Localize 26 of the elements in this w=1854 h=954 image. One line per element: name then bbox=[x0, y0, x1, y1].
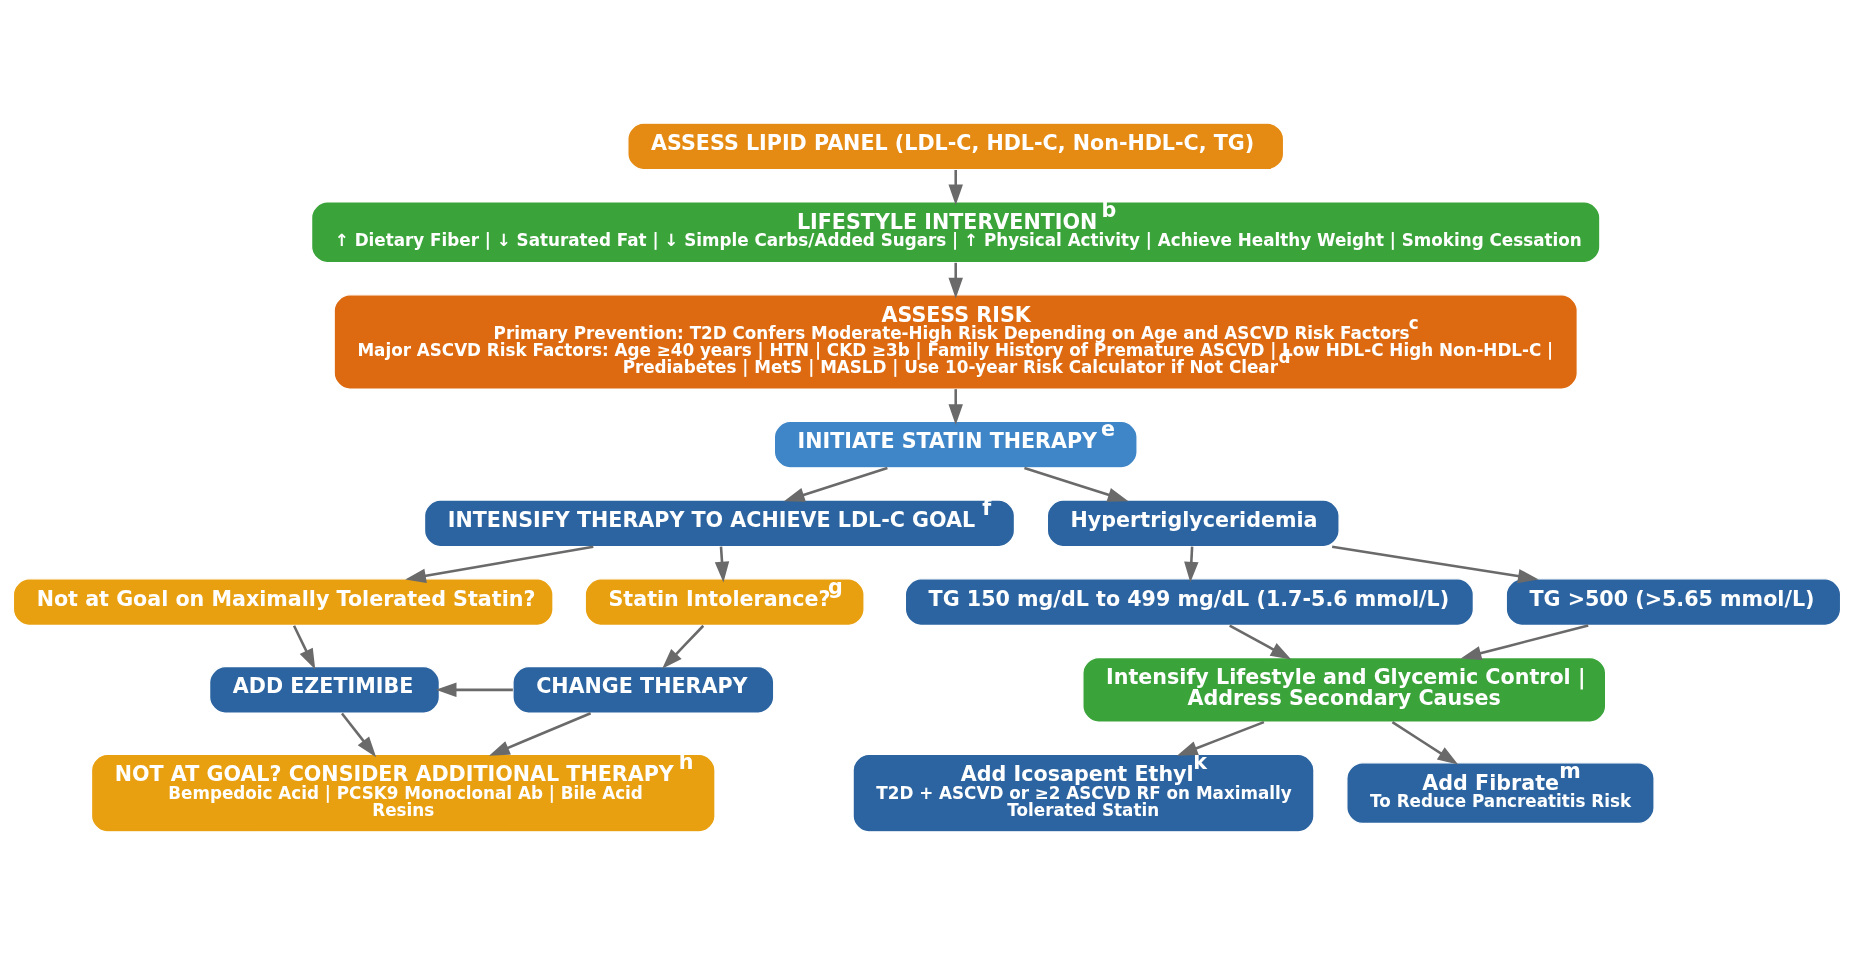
arrow bbox=[1460, 623, 1589, 660]
node-box: Not at Goal on Maximally Tolerated Statin? bbox=[12, 577, 554, 626]
arrow bbox=[948, 169, 963, 205]
arrow bbox=[783, 466, 888, 502]
arrow bbox=[1024, 466, 1129, 502]
node-box: TG >500 (>5.65 mmol/L) bbox=[1505, 577, 1842, 626]
arrow bbox=[435, 682, 513, 697]
arrow bbox=[948, 262, 963, 298]
arrow bbox=[489, 711, 592, 756]
node-box: ASSESS LIPID PANEL (LDL-C, HDL-C, Non-HDL-C, TG) bbox=[627, 122, 1285, 170]
node-box: Hypertriglyceridemia bbox=[1046, 498, 1340, 547]
arrow bbox=[662, 624, 705, 669]
arrow bbox=[1391, 720, 1459, 765]
arrow bbox=[405, 544, 594, 583]
node-box: TG 150 mg/dL to 499 mg/dL (1.7-5.6 mmol/L) bbox=[904, 577, 1474, 626]
arrow bbox=[1331, 544, 1539, 583]
arrow bbox=[714, 546, 730, 582]
arrow bbox=[292, 624, 316, 670]
arrow bbox=[340, 712, 377, 757]
node-box: Intensify Lifestyle and Glycemic Control | Address Secondary Causes bbox=[1082, 656, 1607, 723]
arrow bbox=[1184, 546, 1199, 582]
arrow bbox=[1176, 720, 1265, 756]
arrow bbox=[948, 388, 963, 425]
node-box: CHANGE THERAPY bbox=[512, 665, 775, 714]
arrow bbox=[1229, 623, 1292, 659]
node-box: ADD EZETIMIBE bbox=[208, 665, 441, 714]
